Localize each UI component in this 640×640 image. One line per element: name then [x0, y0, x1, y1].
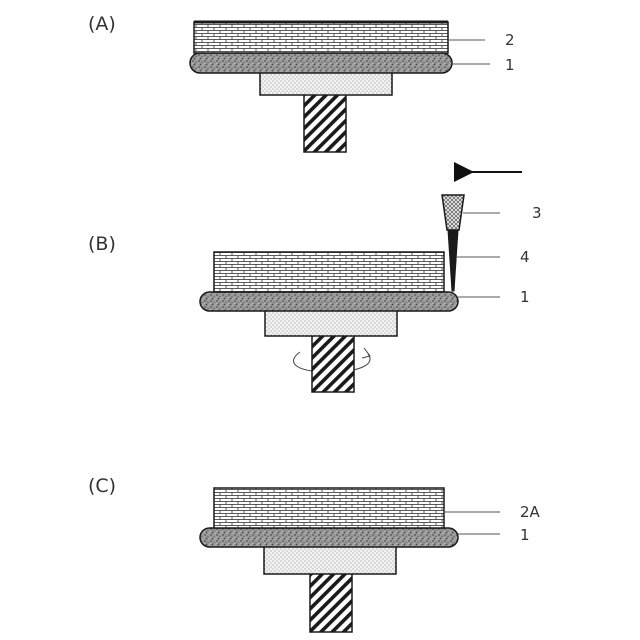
panel-c-label: (C) — [88, 475, 116, 497]
ref-label-tool-tip: 4 — [520, 248, 530, 266]
substrate-layer — [190, 53, 452, 73]
spindle — [304, 92, 346, 152]
thinned-layer — [214, 488, 444, 528]
upper-layer — [194, 22, 448, 53]
ref-label-substrate: 1 — [505, 56, 515, 74]
chuck-table — [265, 308, 397, 336]
panel-a-label: (A) — [88, 13, 116, 35]
panel-a: (A) 2 1 — [88, 13, 515, 152]
tool-head — [442, 195, 464, 230]
panel-b-label: (B) — [88, 233, 116, 255]
panel-c: (C) 2A 1 — [88, 475, 541, 632]
panel-b: (B) 3 4 1 — [88, 172, 542, 392]
ref-label-substrate: 1 — [520, 288, 530, 306]
ref-label-thinned-layer: 2A — [520, 503, 541, 521]
spindle — [312, 334, 354, 392]
substrate-layer — [200, 292, 458, 311]
upper-layer — [214, 252, 444, 292]
ref-label-top-layer: 2 — [505, 31, 515, 49]
chuck-table — [264, 545, 396, 574]
tool-tip — [448, 230, 458, 291]
spindle — [310, 572, 352, 632]
ref-label-tool-head: 3 — [532, 204, 542, 222]
substrate-layer — [200, 528, 458, 547]
ref-label-substrate: 1 — [520, 526, 530, 544]
